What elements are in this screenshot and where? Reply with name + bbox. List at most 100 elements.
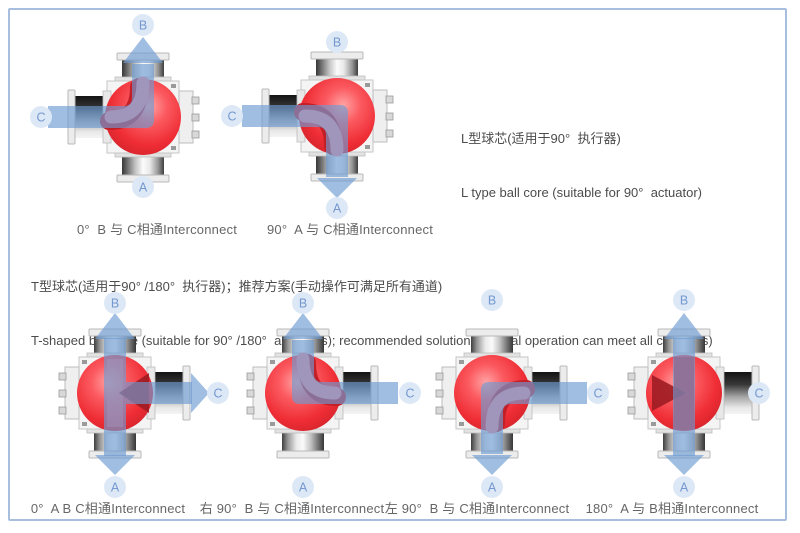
svg-text:A: A xyxy=(333,202,342,216)
bolt xyxy=(58,372,67,381)
port-label: C xyxy=(748,382,770,404)
bolt-mark xyxy=(171,146,176,150)
end-plate xyxy=(633,366,649,420)
flow-arrows xyxy=(283,313,398,404)
end-plate xyxy=(178,90,194,144)
bolt xyxy=(435,406,444,415)
svg-text:C: C xyxy=(36,111,45,125)
port-label: A xyxy=(292,476,314,498)
port-label: A xyxy=(673,476,695,498)
top-pipe xyxy=(471,334,513,357)
svg-text:C: C xyxy=(227,110,236,124)
l-type-section-title: L型球芯(适用于90° 执行器) L type ball core (suita… xyxy=(461,94,702,220)
top-pipe xyxy=(316,57,358,80)
valve-t-180deg: B A C xyxy=(564,273,800,513)
valve-l-90deg: B A C xyxy=(217,0,457,236)
top-flange xyxy=(310,51,364,60)
bolt xyxy=(385,112,394,121)
svg-text:B: B xyxy=(333,36,341,50)
bolt-mark xyxy=(651,422,656,426)
t-type-section-title: T型球芯(适用于90° /180° 执行器)；推荐方案(手动操作可满足所有通道)… xyxy=(31,242,713,368)
bolt xyxy=(246,389,255,398)
bolt xyxy=(246,372,255,381)
l-type-title-zh: L型球芯(适用于90° 执行器) xyxy=(461,131,621,146)
bolt xyxy=(627,372,636,381)
bolt-mark xyxy=(365,145,370,149)
valve-graphic: B A C xyxy=(30,14,200,198)
svg-text:A: A xyxy=(111,481,120,495)
svg-text:B: B xyxy=(111,297,119,311)
bolt-mark xyxy=(459,422,464,426)
bolt xyxy=(627,389,636,398)
flow-arrows xyxy=(242,105,357,198)
top-flange xyxy=(465,328,519,337)
port-label: B xyxy=(673,289,695,311)
port-label: C xyxy=(207,382,229,404)
port-label: B xyxy=(481,289,503,311)
valve-graphic: B A C xyxy=(221,31,394,219)
port-label: B xyxy=(132,14,154,36)
svg-text:B: B xyxy=(488,294,496,308)
end-plate xyxy=(252,366,268,420)
valve-graphic: B A C xyxy=(435,289,609,498)
bolt-mark xyxy=(651,360,656,364)
end-plate xyxy=(441,366,457,420)
svg-text:B: B xyxy=(680,294,688,308)
bolt xyxy=(385,129,394,138)
bolt xyxy=(191,113,200,122)
svg-text:A: A xyxy=(139,181,148,195)
svg-text:C: C xyxy=(405,387,414,401)
end-plate xyxy=(372,89,388,143)
svg-text:A: A xyxy=(299,481,308,495)
bolt-mark xyxy=(171,84,176,88)
svg-text:B: B xyxy=(299,297,307,311)
port-label: A xyxy=(132,176,154,198)
flow-arrows xyxy=(95,313,209,475)
port-label: C xyxy=(399,382,421,404)
bolt-mark xyxy=(82,360,87,364)
valve-caption-t-left90: 左 90° B 与 C相通Interconnect xyxy=(384,501,570,516)
valve-graphic: B A C xyxy=(58,292,229,498)
svg-text:A: A xyxy=(488,481,497,495)
valve-t-right90: B A C xyxy=(183,273,423,513)
bolt xyxy=(58,406,67,415)
end-plate xyxy=(64,366,80,420)
bolt-mark xyxy=(270,360,275,364)
t-type-title-zh: T型球芯(适用于90° /180° 执行器)；推荐方案(手动操作可满足所有通道) xyxy=(31,279,443,294)
port-label: B xyxy=(326,31,348,53)
svg-text:C: C xyxy=(754,387,763,401)
valve-t-0deg: B A C xyxy=(0,273,235,513)
svg-text:A: A xyxy=(680,481,689,495)
port-label: C xyxy=(221,105,243,127)
svg-text:C: C xyxy=(213,387,222,401)
valve-caption-t-0deg: 0° A B C相通Interconnect xyxy=(30,501,186,516)
valve-t-left90: B A C xyxy=(372,273,612,513)
bolt-mark xyxy=(365,83,370,87)
bolt xyxy=(435,389,444,398)
flow-arrows xyxy=(472,382,587,475)
valve-l-0deg: B A C xyxy=(23,0,263,237)
port-label: A xyxy=(104,476,126,498)
bolt xyxy=(435,372,444,381)
flow-arrows xyxy=(664,313,704,475)
bolt xyxy=(246,406,255,415)
valve-caption-t-180deg: 180° A 与 B相通Interconnect xyxy=(585,501,759,516)
svg-text:B: B xyxy=(139,19,147,33)
valve-caption-l-90deg: 90° A 与 C相通Interconnect xyxy=(266,222,434,237)
bottom-pipe xyxy=(122,153,164,176)
valve-graphic: B A C xyxy=(246,292,421,498)
valve-caption-t-right90: 右 90° B 与 C相通Interconnect xyxy=(199,501,385,516)
bolt-mark xyxy=(270,422,275,426)
bolt xyxy=(385,95,394,104)
port-label: C xyxy=(587,382,609,404)
port-label: C xyxy=(30,106,52,128)
bottom-pipe xyxy=(282,429,324,452)
page-border xyxy=(8,8,787,521)
bolt xyxy=(58,389,67,398)
bottom-flange xyxy=(276,450,330,459)
flow-arrows xyxy=(48,37,163,128)
valve-graphic: B A C xyxy=(627,289,770,498)
bolt xyxy=(191,96,200,105)
bolt xyxy=(627,406,636,415)
